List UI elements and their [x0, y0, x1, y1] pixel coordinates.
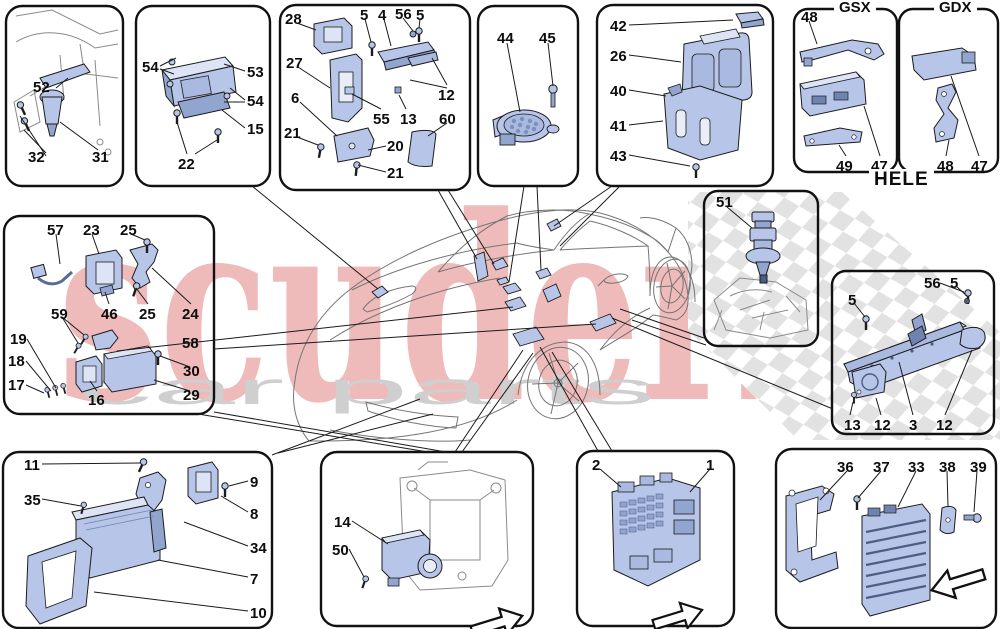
car-illustration [293, 209, 696, 442]
part-drawing-actuator [358, 461, 528, 629]
part-drawing-gearbox-sensor [713, 211, 809, 339]
part-drawing-round-sensor [492, 84, 560, 146]
part-drawing-front-sensor [13, 9, 119, 156]
part-drawing-cabin-modules [30, 237, 163, 400]
part-drawing-mount-brackets [313, 17, 439, 178]
leader-lines [19, 17, 980, 612]
car-mounted-modules [371, 218, 617, 347]
rear-wheel [653, 258, 691, 314]
part-drawing-fusebox [611, 472, 707, 629]
part-drawing-bracket-ecu [161, 56, 237, 145]
part-drawing-engine-ecu [785, 485, 990, 617]
part-drawing-radar-module [25, 456, 230, 625]
part-drawing-ecu-bracket [663, 11, 765, 180]
part-drawing-rail-ecu [843, 288, 986, 405]
part-drawing-gsx-gdx [799, 39, 977, 147]
